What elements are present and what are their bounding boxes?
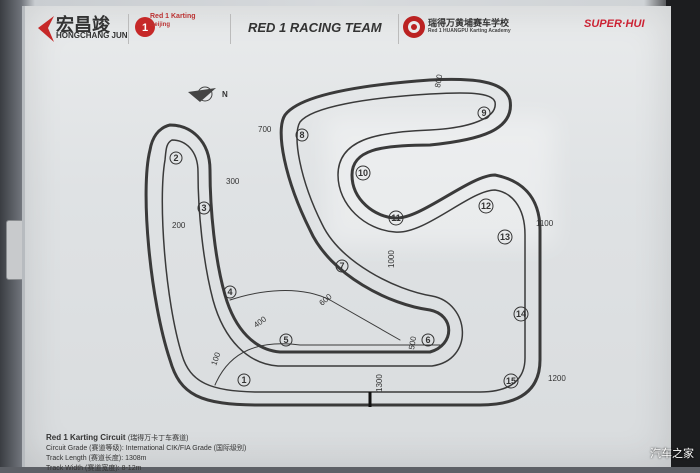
corner-marker: 14 xyxy=(513,306,529,322)
inner-connector xyxy=(229,290,401,341)
svg-text:1: 1 xyxy=(142,22,148,34)
hongchang-logo-subtitle: HONGCHANG JUN xyxy=(56,31,128,40)
distance-marker: 700 xyxy=(258,125,272,134)
racing-team-title: RED 1 RACING TEAM xyxy=(248,20,382,35)
header-divider xyxy=(230,14,231,44)
track-outer-line xyxy=(144,77,542,407)
light-reflection xyxy=(325,116,555,246)
superhui-logo: SUPER·HUI xyxy=(584,18,645,30)
corner-marker: 7 xyxy=(335,259,349,273)
pit-lane xyxy=(214,343,441,386)
red1-badge-icon: 1 xyxy=(135,17,155,37)
circuit-grade: Circuit Grade (赛道等级): International CIK/… xyxy=(46,445,247,452)
corner-marker: 2 xyxy=(169,151,183,165)
svg-text:4: 4 xyxy=(227,287,232,297)
corner-marker: 13 xyxy=(497,229,513,245)
track-length: Track Length (赛道长度): 1308m xyxy=(46,455,147,462)
hongchang-logo-text: 宏昌竣 xyxy=(56,15,110,35)
track-inner-line xyxy=(161,92,526,393)
corner-marker: 10 xyxy=(355,165,371,181)
distance-marker: 600 xyxy=(318,292,334,308)
svg-text:9: 9 xyxy=(481,108,486,118)
distance-marker: 300 xyxy=(226,177,240,186)
academy-name: 瑞得万黄埔赛车学校 xyxy=(428,18,510,28)
distance-marker: 400 xyxy=(252,314,269,329)
svg-text:2: 2 xyxy=(173,153,178,163)
corner-marker: 1 xyxy=(237,373,251,387)
svg-text:11: 11 xyxy=(391,213,401,223)
header-divider xyxy=(128,14,129,44)
svg-text:5: 5 xyxy=(283,335,288,345)
distance-marker: 500 xyxy=(407,335,418,350)
svg-text:6: 6 xyxy=(425,335,430,345)
academy-emblem-icon xyxy=(403,16,425,38)
corner-marker: 4 xyxy=(223,285,237,299)
corner-marker: 3 xyxy=(197,201,211,215)
circuit-title: Red 1 Karting Circuit xyxy=(46,433,126,442)
svg-text:14: 14 xyxy=(516,309,526,319)
distance-marker: 1100 xyxy=(536,219,554,228)
dark-pillar xyxy=(666,0,700,467)
corner-marker: 9 xyxy=(477,106,491,120)
svg-text:N: N xyxy=(222,90,228,99)
red1-beijing-name: Red 1 Karting xyxy=(150,13,196,20)
corner-marker: 15 xyxy=(503,373,519,389)
distance-marker: 1300 xyxy=(375,374,384,392)
autohome-watermark: 汽车之家 xyxy=(650,448,694,460)
circuit-info: Red 1 Karting Circuit (瑞得万卡丁车赛道) Circuit… xyxy=(46,433,366,473)
distance-marker: 200 xyxy=(172,221,186,230)
corner-marker: 8 xyxy=(295,128,309,142)
corner-marker: 5 xyxy=(279,333,293,347)
academy-subtitle: Red 1 HUANGPU Karting Academy xyxy=(428,28,511,34)
svg-text:3: 3 xyxy=(201,203,206,213)
track-width: Track Width (赛道宽度): 8-12m xyxy=(46,465,142,472)
distance-marker: 100 xyxy=(209,351,222,367)
red1-beijing-sub: Beijing xyxy=(150,22,171,28)
corner-marker: 6 xyxy=(421,333,435,347)
corner-marker: 12 xyxy=(478,198,494,214)
header-divider xyxy=(398,14,399,44)
svg-text:10: 10 xyxy=(358,168,368,178)
whiteboard xyxy=(22,6,671,467)
svg-text:7: 7 xyxy=(339,261,344,271)
distance-marker: 1000 xyxy=(387,250,396,268)
hongchang-logo-icon xyxy=(38,16,54,42)
svg-text:8: 8 xyxy=(299,130,304,140)
svg-text:15: 15 xyxy=(506,376,516,386)
sponsor-header: 宏昌竣 HONGCHANG JUN 1 Red 1 Karting Beijin… xyxy=(30,10,666,46)
circuit-title-cn: (瑞得万卡丁车赛道) xyxy=(127,435,189,442)
svg-text:13: 13 xyxy=(500,232,510,242)
svg-text:1: 1 xyxy=(241,375,246,385)
distance-marker: 1200 xyxy=(548,374,566,383)
corner-marker: 11 xyxy=(388,210,404,226)
compass-icon: N xyxy=(188,86,228,102)
svg-text:12: 12 xyxy=(481,201,491,211)
distance-marker: 800 xyxy=(433,73,444,88)
